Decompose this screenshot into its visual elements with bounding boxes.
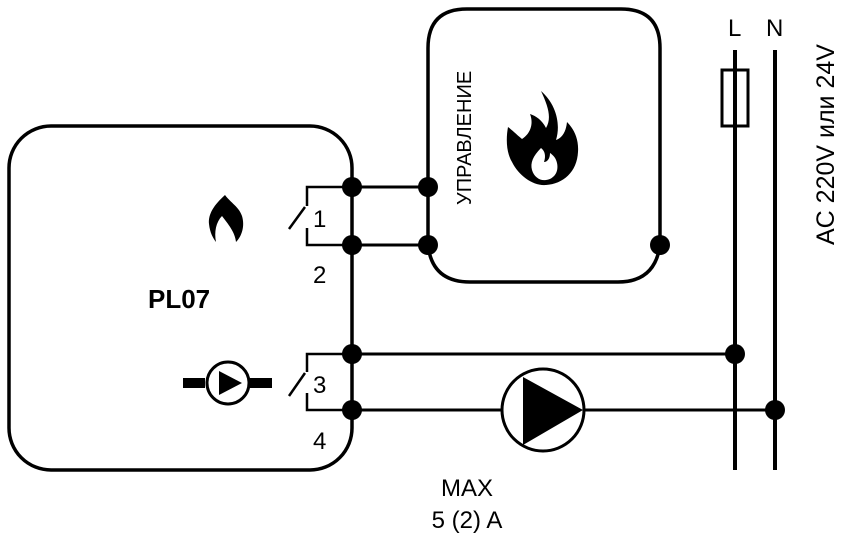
terminal-3-dot (342, 344, 362, 364)
l-label: L (728, 15, 741, 42)
heater-terminal-b-dot (418, 235, 438, 255)
n-junction-dot (765, 400, 785, 420)
terminal-4-label: 4 (313, 428, 326, 455)
pump-current-label: 5 (2) A (432, 507, 503, 534)
controller-box (7, 124, 354, 472)
terminal-2-dot (342, 235, 362, 255)
pump-max-label: MAX (441, 475, 493, 502)
pump-icon (183, 360, 272, 406)
l-junction-dot (725, 344, 745, 364)
relay-contact-3-4 (287, 352, 352, 412)
terminal-1-label: 1 (313, 206, 326, 233)
heater-terminal-c-dot (650, 235, 670, 255)
n-label: N (766, 15, 783, 42)
heater-box (426, 7, 662, 284)
terminal-1-dot (342, 177, 362, 197)
terminal-3-label: 3 (313, 372, 326, 399)
fuse-icon (720, 68, 750, 128)
voltage-label: AC 220V или 24V (812, 44, 840, 245)
terminal-2-label: 2 (313, 262, 326, 289)
flame-icon (208, 195, 244, 242)
fire-icon (506, 91, 579, 186)
heater-terminal-a-dot (418, 177, 438, 197)
relay-contact-1-2 (287, 185, 352, 247)
terminal-4-dot (342, 400, 362, 420)
pump-symbol (500, 367, 586, 453)
heater-label: УПРАВЛЕНИЕ (454, 71, 476, 205)
controller-model-label: PL07 (148, 284, 210, 314)
